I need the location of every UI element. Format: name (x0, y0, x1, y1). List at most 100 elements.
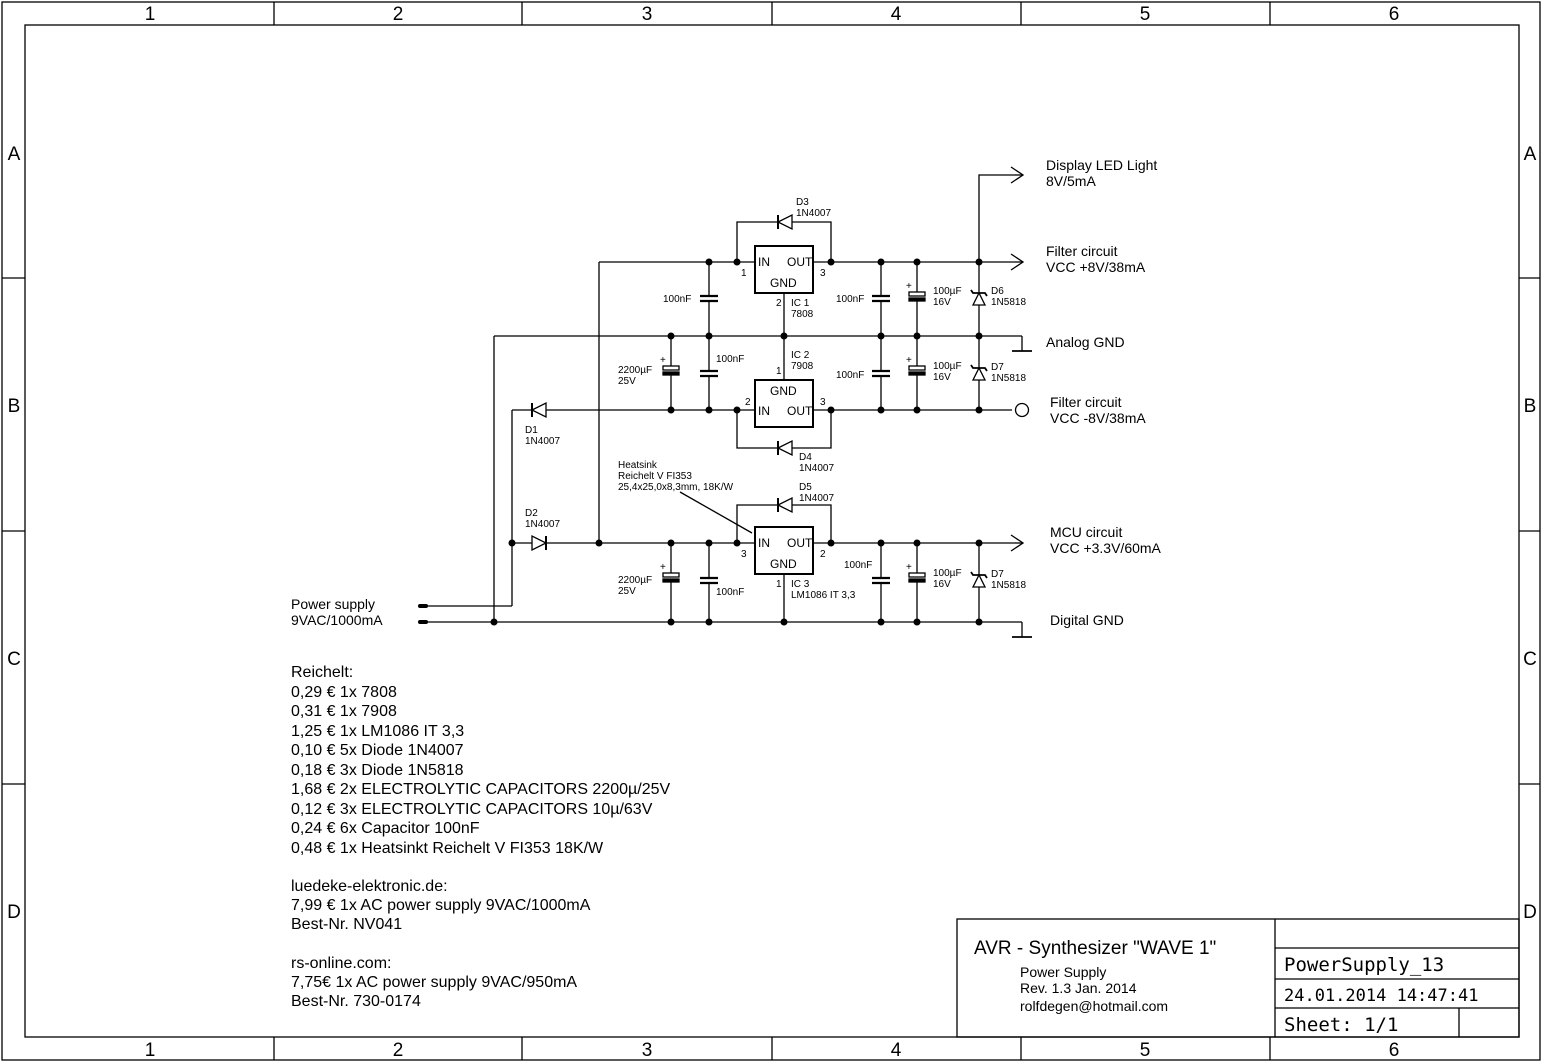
svg-text:0,29 € 1x 7808: 0,29 € 1x 7808 (291, 684, 397, 701)
svg-text:D4: D4 (799, 452, 812, 463)
svg-text:1: 1 (776, 579, 782, 590)
svg-text:2: 2 (776, 298, 782, 309)
svg-text:16V: 16V (933, 579, 951, 590)
bill-of-materials: Reichelt: 0,29 € 1x 7808 0,31 € 1x 7908 … (291, 664, 670, 1010)
file-name: PowerSupply_13 (1284, 954, 1444, 976)
svg-text:+: + (906, 355, 912, 366)
row-label-left-b: B (8, 396, 21, 417)
svg-text:100µF: 100µF (933, 361, 962, 372)
title-block (956, 918, 1520, 1038)
diode-d5: D5 1N4007 (776, 482, 834, 514)
svg-text:+: + (660, 562, 666, 573)
svg-text:0,12 € 3x ELECTROLYTIC CAPACI: 0,12 € 3x ELECTROLYTIC CAPACITORS 10µ/63… (291, 801, 653, 818)
svg-text:1N5818: 1N5818 (991, 297, 1026, 308)
terminal-filter-neg (1014, 402, 1030, 418)
ic2-name: IC 2 (791, 350, 810, 361)
svg-text:25V: 25V (618, 586, 636, 597)
col-label-top-6: 6 (1389, 4, 1400, 25)
filter-pos-spec: VCC +8V/38mA (1046, 259, 1146, 275)
mcu-label: MCU circuit (1050, 524, 1122, 540)
sheet-number: Sheet: 1/1 (1284, 1014, 1398, 1036)
svg-text:1N4007: 1N4007 (525, 519, 560, 530)
diode-d3: D3 1N4007 (776, 197, 831, 231)
output-arrows (1010, 166, 1030, 552)
filter-neg-label: Filter circuit (1050, 394, 1122, 410)
svg-text:100nF: 100nF (663, 294, 691, 305)
svg-text:7,75€ 1x AC power supply 9VAC: 7,75€ 1x AC power supply 9VAC/950mA (291, 974, 577, 991)
ic1-name: IC 1 (791, 298, 810, 309)
svg-text:IN: IN (758, 404, 770, 418)
svg-text:1N4007: 1N4007 (799, 493, 834, 504)
electrolytic-capacitors (662, 291, 926, 583)
ic3-name: IC 3 (791, 579, 810, 590)
svg-text:100nF: 100nF (844, 560, 872, 571)
regulator-ic1: IN OUT GND 1 3 2 IC 1 7808 (741, 245, 826, 320)
heatsink-note: Heatsink Reichelt V FI353 25,4x25,0x8,3m… (618, 460, 734, 493)
col-label-bottom-6: 6 (1389, 1040, 1400, 1061)
svg-text:+: + (906, 562, 912, 573)
svg-text:100nF: 100nF (836, 370, 864, 381)
col-label-bottom-3: 3 (642, 1040, 653, 1061)
ground-symbols (1012, 350, 1032, 638)
diode-d6: D6 1N5818 (970, 286, 1026, 308)
analog-gnd-label: Analog GND (1046, 334, 1125, 350)
title-block-text: AVR - Synthesizer "WAVE 1" Power Supply … (974, 938, 1478, 1036)
row-label-right-c: C (1523, 649, 1537, 670)
regulator-ic2: GND IN OUT 2 3 1 IC 2 7908 (745, 350, 826, 428)
row-label-left-d: D (7, 902, 21, 923)
svg-text:100µF: 100µF (933, 286, 962, 297)
row-label-right-d: D (1523, 902, 1537, 923)
svg-text:OUT: OUT (787, 255, 813, 269)
svg-text:2: 2 (745, 397, 751, 408)
capacitor-labels: 100nF 100nF 100nF 100nF 100nF 100nF +++ … (618, 281, 962, 598)
svg-text:7,99 € 1x AC power supply 9VA: 7,99 € 1x AC power supply 9VAC/1000mA (291, 897, 591, 914)
capacitors (700, 294, 890, 585)
svg-text:0,18 € 3x Diode 1N5818: 0,18 € 3x Diode 1N5818 (291, 762, 464, 779)
row-label-left-c: C (7, 649, 21, 670)
svg-text:100nF: 100nF (836, 294, 864, 305)
svg-text:3: 3 (741, 549, 747, 560)
power-supply-label: Power supply (291, 596, 375, 612)
col-label-bottom-5: 5 (1140, 1040, 1151, 1061)
author-email: rolfdegen@hotmail.com (1020, 998, 1168, 1014)
svg-text:1N4007: 1N4007 (799, 463, 834, 474)
supply-connectors (418, 604, 428, 624)
svg-text:1,68 € 2x ELECTROLYTIC CAPACI: 1,68 € 2x ELECTROLYTIC CAPACITORS 2200µ/… (291, 781, 670, 798)
svg-text:Heatsink: Heatsink (618, 460, 658, 471)
display-led-spec: 8V/5mA (1046, 173, 1096, 189)
svg-text:1N4007: 1N4007 (525, 436, 560, 447)
diode-d2: D2 1N4007 (525, 508, 560, 552)
col-label-top-1: 1 (145, 4, 156, 25)
row-label-left-a: A (8, 144, 21, 165)
svg-text:D5: D5 (799, 482, 812, 493)
svg-text:+: + (906, 281, 912, 292)
drawing-revision: Rev. 1.3 Jan. 2014 (1020, 980, 1137, 996)
svg-text:Reichelt:: Reichelt: (291, 664, 353, 681)
svg-text:GND: GND (770, 384, 797, 398)
svg-text:rs-online.com:: rs-online.com: (291, 955, 391, 972)
svg-text:IN: IN (758, 255, 770, 269)
ic1-part: 7808 (791, 309, 814, 320)
svg-text:luedeke-elektronic.de:: luedeke-elektronic.de: (291, 878, 448, 895)
svg-text:25V: 25V (618, 376, 636, 387)
frame-labels: 1 2 3 4 5 6 1 2 3 4 5 6 A B C D A B C D (7, 4, 1537, 1061)
col-label-top-3: 3 (642, 4, 653, 25)
svg-text:1: 1 (741, 268, 747, 279)
filter-pos-label: Filter circuit (1046, 243, 1118, 259)
filter-neg-spec: VCC -8V/38mA (1050, 410, 1146, 426)
mcu-spec: VCC +3.3V/60mA (1050, 540, 1162, 556)
col-label-bottom-4: 4 (891, 1040, 902, 1061)
svg-text:2200µF: 2200µF (618, 365, 652, 376)
ic2-part: 7908 (791, 361, 814, 372)
svg-text:1N5818: 1N5818 (991, 580, 1026, 591)
svg-text:0,24 € 6x Capacitor 100nF: 0,24 € 6x Capacitor 100nF (291, 820, 480, 837)
svg-text:1N4007: 1N4007 (796, 208, 831, 219)
col-label-bottom-1: 1 (145, 1040, 156, 1061)
regulator-ic3: IN OUT GND 3 2 1 IC 3 LM1086 IT 3,3 (741, 526, 856, 601)
row-label-right-a: A (1524, 144, 1537, 165)
svg-text:0,10 € 5x Diode 1N4007: 0,10 € 5x Diode 1N4007 (291, 742, 464, 759)
svg-text:100nF: 100nF (716, 587, 744, 598)
svg-text:1,25 € 1x LM1086 IT 3,3: 1,25 € 1x LM1086 IT 3,3 (291, 723, 464, 740)
digital-gnd-label: Digital GND (1050, 612, 1124, 628)
